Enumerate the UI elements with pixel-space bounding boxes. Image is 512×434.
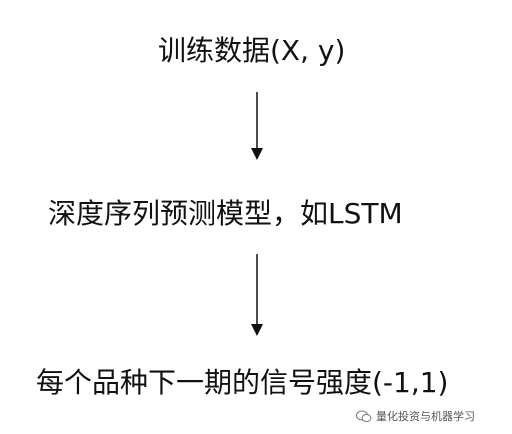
watermark-text: 量化投资与机器学习 xyxy=(376,410,475,423)
arrow-input-to-model xyxy=(251,92,263,160)
wechat-icon xyxy=(356,410,372,423)
arrow-model-to-output xyxy=(251,254,263,336)
signal-strength-output-node: 每个品种下一期的信号强度(-1,1) xyxy=(36,366,449,399)
deep-sequence-model-node: 深度序列预测模型，如LSTM xyxy=(48,197,403,230)
watermark: 量化投资与机器学习 xyxy=(356,408,475,424)
training-data-node: 训练数据(X, y) xyxy=(158,34,346,67)
